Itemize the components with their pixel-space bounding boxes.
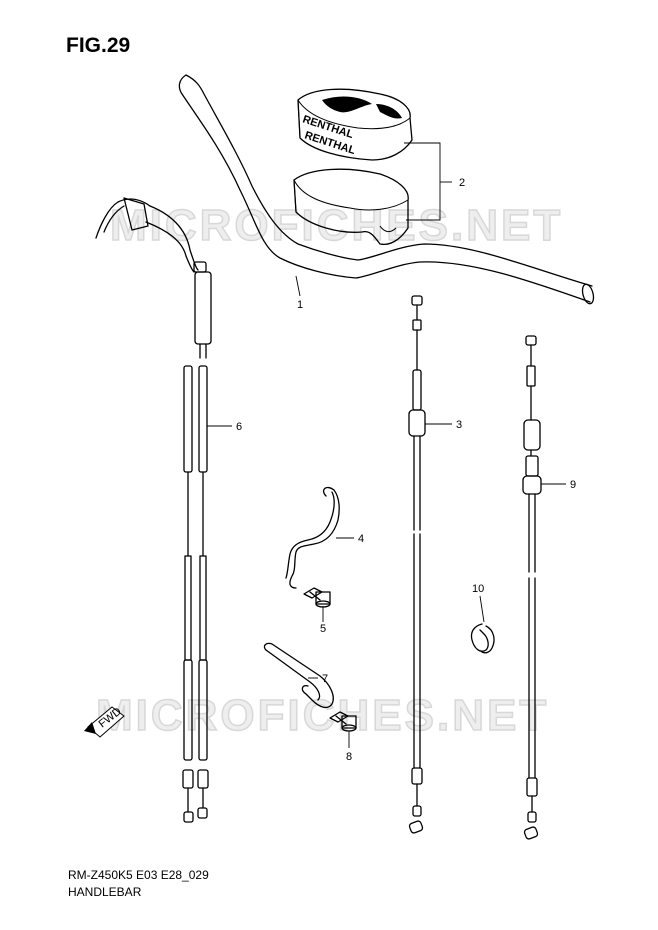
callout-6: 6 (236, 421, 242, 433)
callout-5: 5 (320, 623, 326, 635)
watermark-top: MICROFICHES.NET (110, 201, 563, 250)
callout-4: 4 (358, 533, 364, 545)
model-code: RM-Z450K5 E03 E28_029 (68, 868, 209, 882)
callout-2: 2 (459, 177, 465, 189)
throttle-cable (95, 197, 212, 823)
hot-start-cable (522, 335, 542, 840)
cable-clamp (263, 642, 334, 709)
callout-7: 7 (322, 673, 328, 685)
cable-guide-wire (285, 486, 340, 589)
callout-9: 9 (570, 479, 576, 491)
handlebar (178, 74, 595, 305)
watermark-bottom: MICROFICHES.NET (96, 691, 549, 740)
clip (470, 623, 495, 654)
section-name: HANDLEBAR (68, 885, 142, 899)
figure-title: FIG.29 (66, 34, 131, 57)
callout-3: 3 (456, 419, 462, 431)
callout-1: 1 (297, 299, 303, 311)
bolt-upper (303, 587, 331, 608)
clutch-cable (408, 295, 426, 834)
callout-8: 8 (346, 751, 352, 763)
callout-10: 10 (472, 583, 484, 595)
